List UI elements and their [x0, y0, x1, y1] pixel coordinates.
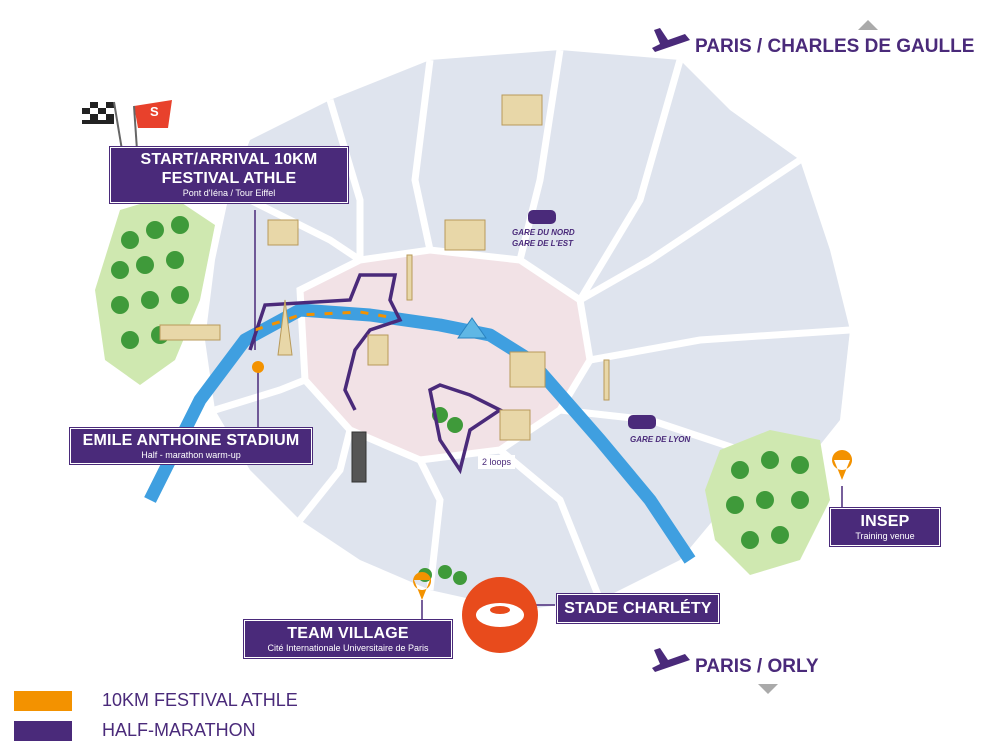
stadium-subtitle: Half - marathon warm-up: [141, 450, 241, 460]
louvre-pyramid-icon: [457, 317, 487, 339]
legend-swatch-orange: [14, 690, 72, 711]
opera-icon: [444, 219, 486, 251]
insep-subtitle: Training venue: [855, 531, 915, 541]
start-subtitle: Pont d'Iéna / Tour Eiffel: [182, 188, 276, 198]
plane-icon: [652, 28, 690, 52]
start-flag-icon: [133, 100, 172, 151]
gare-de-lest-label: GARE DE L'EST: [512, 239, 574, 248]
insep-pin-icon: [832, 450, 853, 480]
insep-title: INSEP: [860, 513, 910, 530]
start-arrival-label: START/ARRIVAL 10KM FESTIVAL ATHLE Pont d…: [110, 147, 348, 203]
gare-de-lyon-label: GARE DE LYON: [630, 435, 691, 444]
invalides-icon: [367, 334, 389, 366]
orly-airport-label: PARIS / ORLY: [695, 656, 819, 677]
team-village-label: TEAM VILLAGE Cité Internationale Univers…: [244, 620, 452, 658]
landmarks: [159, 94, 610, 483]
roads: [213, 49, 851, 602]
team-village-pin-icon: [413, 572, 432, 600]
train-icon: [528, 210, 556, 224]
start-pointer-line: [254, 210, 843, 620]
cdg-airport-label: PARIS / CHARLES DE GAULLE: [695, 36, 975, 57]
legend-half-marathon: HALF-MARATHON: [14, 720, 256, 741]
south-arrow-icon: [758, 684, 778, 694]
emile-anthoine-pin-icon: [252, 361, 264, 373]
train-icon: [628, 415, 656, 429]
village-title: TEAM VILLAGE: [287, 625, 409, 642]
flag-letter: S: [150, 104, 159, 119]
legend-10km: 10KM FESTIVAL ATHLE: [14, 690, 298, 711]
notre-dame-icon: [509, 351, 546, 388]
concorde-obelisk-icon: [406, 254, 413, 301]
village-subtitle: Cité Internationale Universitaire de Par…: [267, 643, 429, 653]
insep-label: INSEP Training venue: [830, 508, 940, 546]
10km-route: [254, 310, 396, 332]
montparnasse-tower-icon: [351, 431, 367, 483]
trees: [111, 216, 809, 585]
half-marathon-route: [248, 273, 504, 475]
plane-icon: [652, 648, 690, 672]
start-title: START/ARRIVAL 10KM FESTIVAL ATHLE: [140, 151, 318, 187]
charlety-title: STADE CHARLÉTY: [564, 600, 712, 617]
legend-label: 10KM FESTIVAL ATHLE: [102, 690, 298, 710]
sacre-coeur-icon: [501, 94, 543, 126]
legend-label: HALF-MARATHON: [102, 720, 256, 740]
loops-label: 2 loops: [478, 455, 516, 469]
eiffel-tower-icon: [277, 299, 293, 356]
central-area: [300, 250, 590, 460]
stadium-title: EMILE ANTHOINE STADIUM: [82, 432, 300, 449]
stade-charlety-label: STADE CHARLÉTY: [557, 594, 719, 623]
legend-swatch-purple: [14, 720, 72, 741]
pantheon-icon: [499, 409, 531, 441]
arc-de-triomphe-icon: [267, 219, 299, 246]
gare-du-nord-label: GARE DU NORD: [512, 228, 575, 237]
north-arrow-icon: [858, 20, 878, 30]
bastille-column-icon: [603, 359, 610, 401]
emile-anthoine-label: EMILE ANTHOINE STADIUM Half - marathon w…: [70, 428, 312, 464]
trocadero-icon: [159, 324, 221, 341]
checkered-flag-icon: [82, 101, 123, 151]
